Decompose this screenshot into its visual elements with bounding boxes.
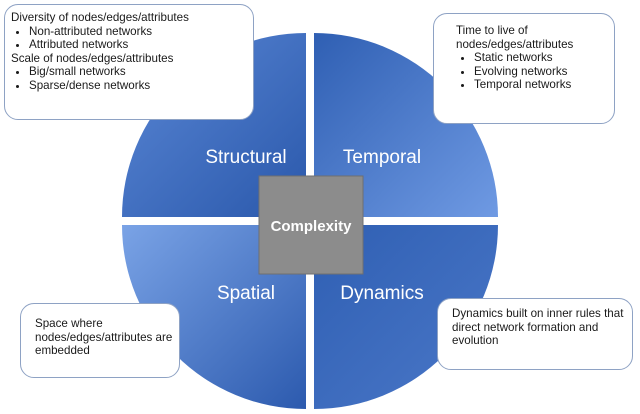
quadrant-label-dynamics: Dynamics [340,283,423,304]
temporal-list: Static networks Evolving networks Tempor… [456,51,608,92]
list-item: Temporal networks [474,78,608,92]
spatial-description-box: Space where nodes/edges/attributes are e… [20,303,180,378]
list-item: Attributed networks [29,38,247,52]
temporal-heading: Time to live of nodes/edges/attributes [456,24,574,51]
structural-scale-list: Big/small networks Sparse/dense networks [11,65,247,92]
dynamics-description-text: Dynamics built on inner rules that direc… [452,307,624,348]
structural-description-box: Diversity of nodes/edges/attributes Non-… [4,4,254,120]
temporal-description-box: Time to live of nodes/edges/attributes S… [433,13,615,124]
dynamics-description-box: Dynamics built on inner rules that direc… [437,298,633,370]
quadrant-label-spatial: Spatial [217,283,275,304]
quadrant-temporal [314,33,498,217]
list-item: Sparse/dense networks [29,79,247,93]
list-item: Static networks [474,51,608,65]
complexity-center-label: Complexity [271,218,353,235]
structural-diversity-list: Non-attributed networks Attributed netwo… [11,25,247,52]
list-item: Non-attributed networks [29,25,247,39]
complexity-center-box [258,175,364,275]
structural-heading-scale: Scale of nodes/edges/attributes [11,51,174,65]
quadrant-structural [122,33,306,217]
quadrant-label-structural: Structural [205,147,286,168]
list-item: Big/small networks [29,65,247,79]
list-item: Evolving networks [474,65,608,79]
spatial-description-text: Space where nodes/edges/attributes are e… [35,317,173,358]
quadrant-label-temporal: Temporal [343,147,421,168]
structural-heading-diversity: Diversity of nodes/edges/attributes [11,11,189,24]
